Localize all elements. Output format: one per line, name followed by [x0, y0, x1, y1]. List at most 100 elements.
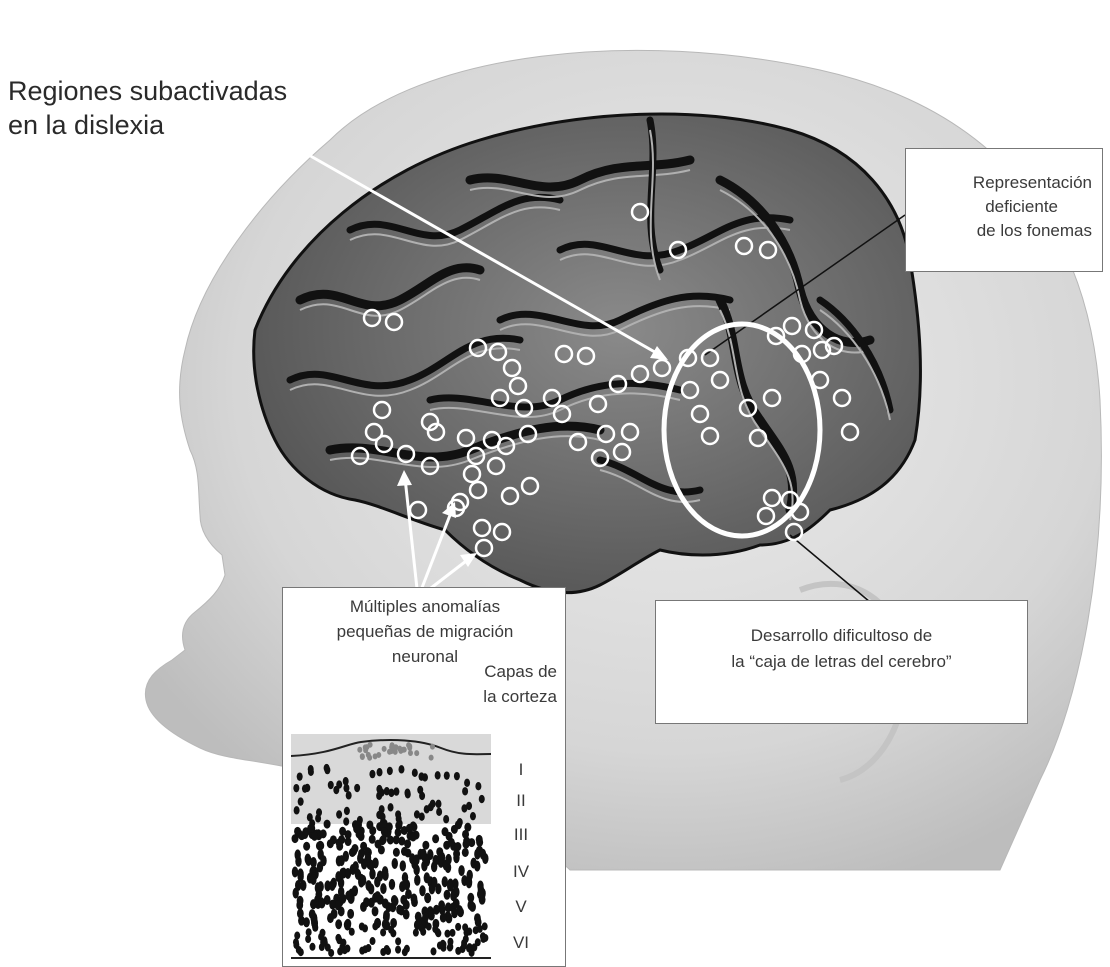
neuron-dot	[463, 929, 469, 937]
neuron-dot	[433, 855, 439, 866]
migration-text: Múltiples anomalías pequeñas de migració…	[283, 594, 567, 669]
neuron-dot	[477, 889, 484, 899]
neuron-dot	[443, 815, 449, 823]
neuron-dot	[318, 933, 324, 941]
neuron-dot	[385, 947, 391, 955]
neuron-dot	[453, 852, 459, 863]
neuron-dot	[447, 938, 453, 946]
neuron-dot	[309, 909, 316, 919]
neuron-dot	[455, 923, 461, 931]
neuron-dot	[462, 848, 469, 857]
neuron-dot	[310, 899, 317, 909]
neuron-dot	[461, 804, 467, 812]
neuron-dot	[413, 854, 419, 865]
neuron-dot	[398, 765, 404, 773]
neuron-dot	[402, 747, 407, 753]
fonemas-line-3: de los fonemas	[926, 219, 1092, 243]
migration-label-box: Múltiples anomalías pequeñas de migració…	[282, 587, 566, 967]
neuron-dot	[433, 905, 440, 915]
neuron-dot	[368, 883, 374, 894]
neuron-dot	[338, 835, 345, 844]
neuron-dot	[296, 946, 302, 954]
neuron-dot	[430, 947, 436, 955]
neuron-dot	[439, 905, 446, 915]
neuron-dot	[454, 842, 461, 851]
neuron-dot	[382, 870, 388, 881]
neuron-dot	[298, 797, 304, 805]
neuron-dot	[362, 924, 368, 932]
neuron-dot	[363, 897, 370, 907]
neuron-dot	[395, 946, 401, 954]
neuron-dot	[419, 885, 425, 896]
neuron-dot	[444, 771, 450, 779]
neuron-dot	[370, 937, 376, 945]
neuron-dot	[360, 842, 367, 851]
neuron-dot	[430, 744, 435, 750]
cortex-layers-illustration	[291, 734, 491, 964]
capas-line-1: Capas de	[437, 659, 557, 684]
neuron-dot	[444, 930, 450, 938]
neuron-dot	[347, 909, 354, 919]
neuron-dot	[474, 861, 480, 872]
neuron-dot	[407, 745, 412, 751]
neuron-dot	[391, 895, 398, 905]
neuron-dot	[395, 937, 401, 945]
neuron-dot	[404, 945, 410, 953]
neuron-dot	[413, 864, 419, 875]
neuron-dot	[315, 814, 321, 822]
neuron-dot	[380, 883, 386, 894]
neuron-dot	[349, 928, 355, 936]
neuron-dot	[420, 928, 426, 936]
neuron-dot	[424, 893, 431, 903]
neuron-dot	[373, 753, 378, 759]
neuron-dot	[436, 808, 442, 816]
neuron-dot	[430, 800, 436, 808]
neuron-dot	[307, 824, 314, 833]
neuron-dot	[392, 858, 398, 869]
neuron-dot	[458, 865, 464, 876]
neuron-dot	[400, 895, 407, 905]
neuron-dot	[346, 791, 352, 799]
neuron-dot	[479, 795, 485, 803]
neuron-dot	[455, 947, 461, 955]
neuron-dot	[343, 817, 349, 825]
neuron-dot	[432, 834, 439, 843]
neuron-dot	[305, 935, 311, 943]
neuron-dot	[440, 944, 446, 952]
neuron-dot	[393, 848, 400, 857]
neuron-dot	[390, 742, 395, 748]
neuron-dot	[404, 839, 411, 848]
neuron-dot	[442, 827, 449, 836]
neuron-dot	[432, 925, 438, 933]
neuron-dot	[292, 867, 298, 878]
neuron-dot	[345, 837, 352, 846]
neuron-dot	[424, 872, 430, 883]
cortex-layers-heading: Capas de la corteza	[437, 659, 557, 709]
title-line-2: en la dislexia	[8, 108, 348, 142]
neuron-dot	[380, 928, 386, 936]
neuron-dot	[336, 810, 342, 818]
neuron-dot	[376, 785, 382, 793]
neuron-dot	[327, 839, 334, 848]
neuron-dot	[357, 853, 363, 864]
neuron-dot	[294, 806, 300, 814]
neuron-dot	[294, 827, 301, 836]
neuron-dot	[343, 784, 349, 792]
neuron-dot	[339, 868, 345, 879]
neuron-dot	[297, 908, 304, 918]
neuron-dot	[408, 750, 413, 756]
neuron-dot	[344, 807, 350, 815]
neuron-dot	[372, 922, 378, 930]
layer-label-3: III	[501, 825, 541, 845]
neuron-dot	[366, 752, 371, 758]
neuron-dot	[318, 897, 325, 907]
neuron-dot	[396, 905, 403, 915]
neuron-dot	[329, 900, 336, 910]
neuron-dot	[412, 769, 418, 777]
neuron-dot	[413, 929, 419, 937]
neuron-dot	[310, 857, 316, 868]
neuron-dot	[414, 750, 419, 756]
neuron-dot	[356, 830, 363, 839]
neuron-dot	[360, 754, 365, 760]
